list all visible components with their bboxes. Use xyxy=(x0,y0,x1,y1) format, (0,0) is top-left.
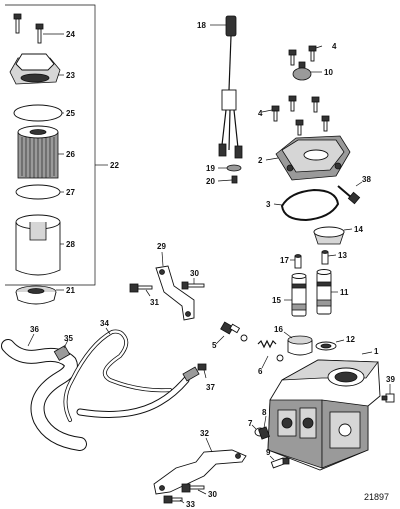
hose-34 xyxy=(63,327,172,422)
callout-27: 27 xyxy=(66,188,75,197)
callout-24: 24 xyxy=(66,30,75,39)
fuel-pump-11 xyxy=(316,269,338,315)
insulator-14 xyxy=(313,226,353,245)
callout-22: 22 xyxy=(110,161,119,170)
screw-20 xyxy=(217,175,238,184)
spring-6 xyxy=(257,339,284,369)
callout-31: 31 xyxy=(150,298,159,307)
bolt-30-lower xyxy=(181,483,207,495)
callout-23: 23 xyxy=(66,71,75,80)
callout-6: 6 xyxy=(258,367,263,376)
callout-14: 14 xyxy=(354,225,363,234)
hose-end-37 xyxy=(182,363,207,382)
hose-36 xyxy=(1,333,87,451)
callout-16: 16 xyxy=(274,325,283,334)
callout-11: 11 xyxy=(340,288,349,297)
clip-19 xyxy=(218,164,242,172)
callout-5: 5 xyxy=(212,341,217,350)
screws-4-top xyxy=(288,45,323,66)
bolt-38 xyxy=(337,181,363,205)
callout-29: 29 xyxy=(157,242,166,251)
screws-4-mid xyxy=(261,95,330,136)
grommet-12 xyxy=(315,339,345,351)
callout-1: 1 xyxy=(374,347,379,356)
callout-19: 19 xyxy=(206,164,215,173)
filter-cap-23 xyxy=(9,53,64,85)
callout-8: 8 xyxy=(262,408,267,417)
callout-35: 35 xyxy=(64,334,73,343)
filter-group-bracket xyxy=(5,4,96,286)
callout-12: 12 xyxy=(346,335,355,344)
figure-number: 21897 xyxy=(364,492,389,502)
callout-30b: 30 xyxy=(208,490,217,499)
bowl-base-21 xyxy=(15,285,64,305)
callout-4b: 4 xyxy=(258,109,263,118)
bracket-32 xyxy=(153,437,247,495)
callout-7: 7 xyxy=(248,419,253,428)
cover-2 xyxy=(265,135,351,181)
o-ring-27 xyxy=(15,184,64,200)
sensor-10 xyxy=(292,61,322,81)
callout-18: 18 xyxy=(197,21,206,30)
callout-21: 21 xyxy=(66,286,75,295)
filter-element-26 xyxy=(17,125,64,179)
bracket-29 xyxy=(155,251,195,321)
callout-30a: 30 xyxy=(190,269,199,278)
callout-3: 3 xyxy=(266,200,271,209)
hose-long xyxy=(76,376,190,418)
wiring-harness-18 xyxy=(210,15,243,159)
callout-25: 25 xyxy=(66,109,75,118)
fuel-pump-15 xyxy=(284,273,307,317)
callout-10: 10 xyxy=(324,68,333,77)
bolt-31 xyxy=(129,283,153,297)
o-ring-25 xyxy=(13,104,64,122)
hose-end-35 xyxy=(53,339,71,361)
bolt-33 xyxy=(163,495,185,504)
callout-20: 20 xyxy=(206,177,215,186)
filter-13 xyxy=(321,250,337,265)
gasket-3 xyxy=(273,188,340,222)
bushing-16 xyxy=(283,331,313,356)
callout-33: 33 xyxy=(186,500,195,509)
callout-32: 32 xyxy=(200,429,209,438)
callout-13: 13 xyxy=(338,251,347,260)
fitting-9 xyxy=(269,455,290,469)
callout-2: 2 xyxy=(258,156,263,165)
callout-39: 39 xyxy=(386,375,395,384)
callout-26: 26 xyxy=(66,150,75,159)
callout-38: 38 xyxy=(362,175,371,184)
callout-4a: 4 xyxy=(332,42,337,51)
callout-36: 36 xyxy=(30,325,39,334)
callout-28: 28 xyxy=(66,240,75,249)
callout-37: 37 xyxy=(206,383,215,392)
fitting-8 xyxy=(258,415,270,440)
main-housing-1 xyxy=(267,351,381,471)
fitting-5 xyxy=(215,321,248,345)
plug-39 xyxy=(381,384,395,403)
screw-24 xyxy=(13,13,64,44)
filter-17 xyxy=(290,254,302,269)
callout-15: 15 xyxy=(272,296,281,305)
callout-9: 9 xyxy=(266,448,271,457)
filter-bowl-28 xyxy=(15,214,64,276)
callout-34: 34 xyxy=(100,319,109,328)
bolt-30-upper xyxy=(181,278,205,290)
callout-17: 17 xyxy=(280,256,289,265)
